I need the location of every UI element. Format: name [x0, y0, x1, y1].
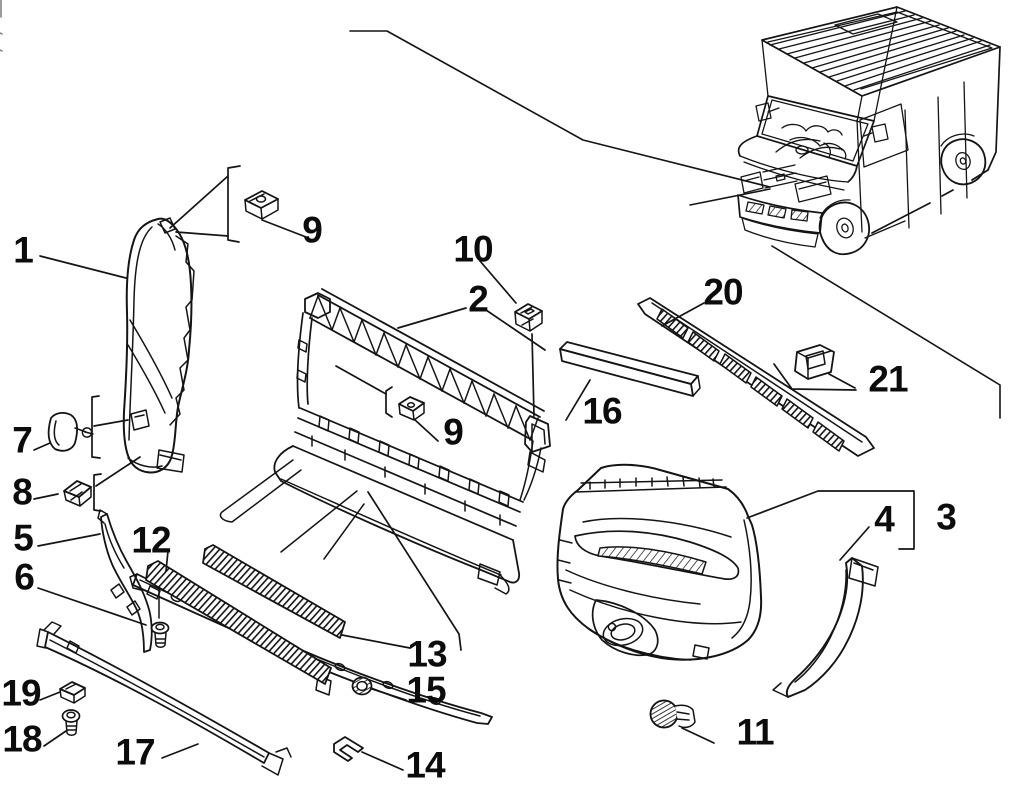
trim-strip-part-20: [637, 297, 875, 457]
bumper-corner-part-3: [556, 463, 763, 661]
van-rear-wheel: [940, 133, 987, 186]
callout-line-9-top: [169, 165, 307, 243]
callout-line-10: [479, 260, 535, 417]
callout-label-2: 2: [468, 278, 489, 320]
callout-label-18: 18: [2, 718, 42, 760]
bar-part-16: [559, 341, 701, 397]
front-panel-part-2: [219, 288, 551, 595]
clip-part-8: [63, 480, 92, 507]
callout-label-16: 16: [582, 390, 622, 432]
van-pointer-lines: [349, 30, 1001, 419]
flap-part-7: [47, 411, 94, 452]
mesh-strip-part-13: [202, 544, 346, 639]
callout-line-15: [371, 688, 407, 701]
callout-line-2: [397, 307, 546, 351]
grommet-part-15: [351, 676, 373, 696]
callout-line-11: [681, 727, 715, 744]
callout-label-8: 8: [12, 471, 33, 513]
callout-line-8: [33, 456, 141, 512]
callout-line-9-panel: [335, 365, 439, 442]
callout-label-7: 7: [12, 419, 33, 461]
screw-part-18: [61, 709, 81, 736]
crossbar-part-17: [36, 621, 292, 776]
callout-line-3: [746, 490, 915, 550]
callout-line-17: [161, 743, 199, 759]
van-illustration: [737, 6, 1001, 256]
callout-label-10: 10: [453, 228, 493, 270]
callout-label-13: 13: [407, 633, 447, 675]
callout-line-7: [33, 395, 129, 459]
callout-line-20: [661, 302, 705, 327]
headlight-part-1: [122, 217, 195, 474]
clip-part-10: [514, 303, 543, 332]
callout-label-5: 5: [13, 517, 34, 559]
u-clip-part-14: [333, 736, 364, 762]
callout-line-16: [565, 379, 591, 421]
callout-line-1: [39, 255, 127, 279]
callout-label-15: 15: [406, 669, 446, 711]
strip-alignment-lines: [280, 490, 365, 560]
callout-line-14: [361, 751, 404, 771]
callout-label-6: 6: [14, 556, 35, 598]
callout-line-6: [37, 587, 147, 626]
clip-part-21: [794, 344, 835, 380]
callout-line-4: [839, 526, 870, 561]
callout-line-21: [773, 363, 857, 391]
callout-label-12: 12: [131, 519, 171, 561]
clip-part-9-top: [244, 190, 279, 220]
callout-label-14: 14: [405, 744, 445, 786]
clip-part-19: [59, 681, 86, 704]
callout-line-5: [37, 533, 101, 547]
callout-label-20: 20: [703, 271, 743, 313]
van-front-wheel: [818, 199, 870, 256]
corner-trim-part-4: [772, 557, 879, 698]
callout-label-21: 21: [868, 358, 908, 400]
callout-line-13: [341, 491, 462, 651]
plug-part-11: [649, 699, 696, 729]
callout-label-4: 4: [874, 498, 895, 540]
callout-label-17: 17: [115, 731, 155, 773]
clip-part-9-panel: [398, 396, 425, 421]
callout-line-18: [43, 730, 67, 747]
callout-label-9a: 9: [302, 209, 323, 251]
callout-line-19: [39, 691, 61, 701]
callout-label-9b: 9: [443, 411, 464, 453]
callout-label-1: 1: [13, 229, 34, 271]
callout-label-3: 3: [936, 496, 957, 538]
callout-line-12: [165, 550, 169, 572]
mesh-strip-part-12: [145, 560, 332, 685]
callout-label-19: 19: [1, 672, 41, 714]
callout-label-11: 11: [736, 711, 774, 753]
page-edge-artifacts: [0, 0, 3, 52]
screw-part-6: [150, 586, 170, 648]
curved-trim-part-5: [97, 509, 153, 653]
